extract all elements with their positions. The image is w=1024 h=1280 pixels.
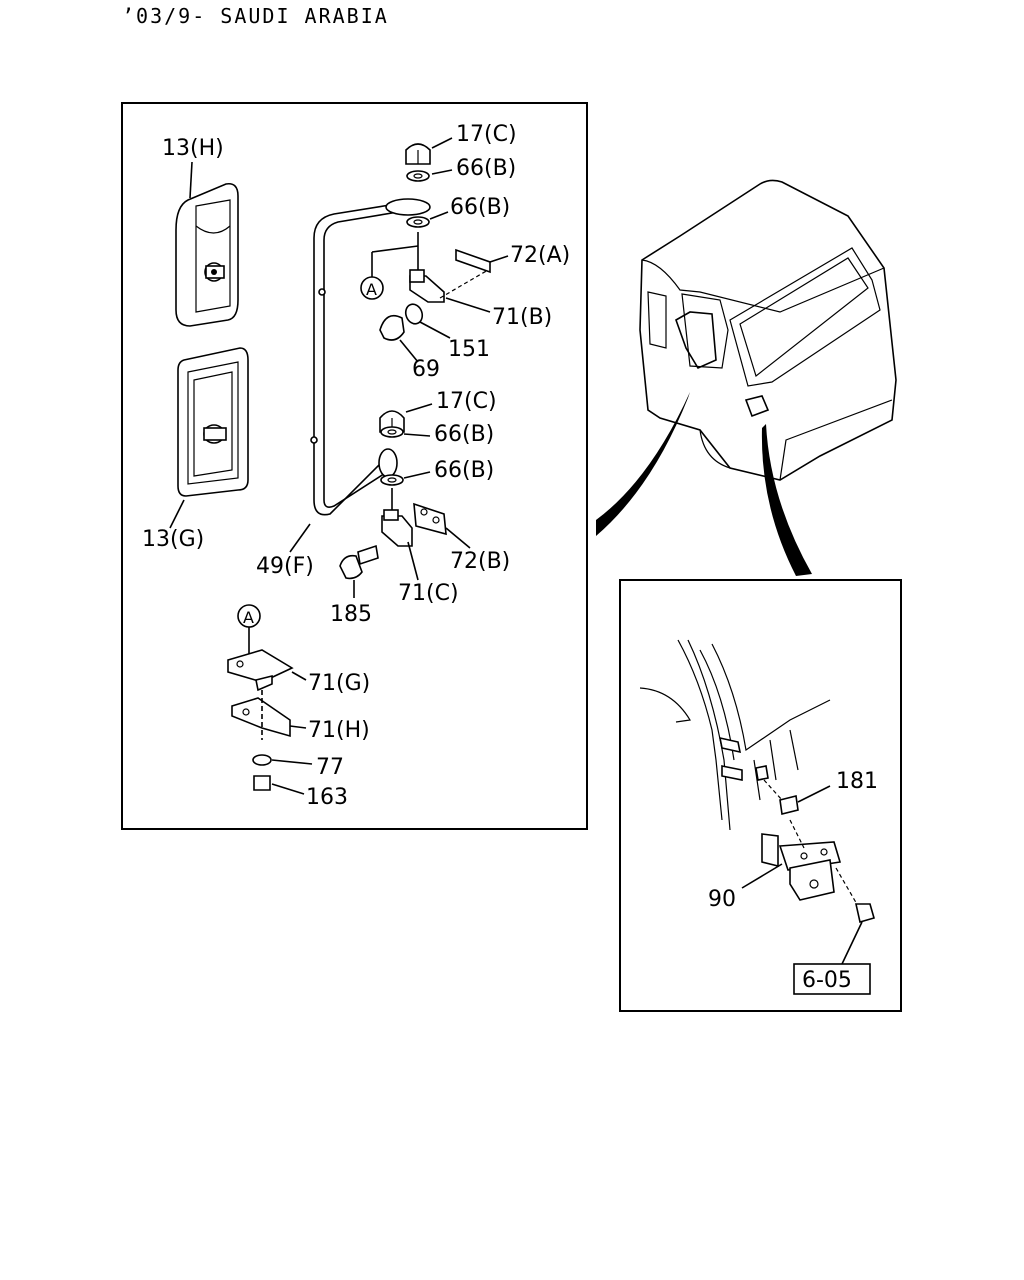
label-a-top: A [366, 280, 377, 299]
label-185: 185 [330, 602, 372, 627]
bracket-71c [381, 488, 419, 581]
ref-a-top [360, 245, 419, 300]
bracket-90 [741, 819, 859, 907]
label-181: 181 [836, 769, 878, 794]
page-header: ’03/9- SAUDI ARABIA [122, 4, 389, 28]
label-71g: 71(G) [308, 671, 370, 696]
mirror-13g [169, 347, 249, 529]
label-66b-mid-b: 66(B) [434, 458, 494, 483]
label-13g: 13(G) [142, 527, 204, 552]
bolt-185 [339, 544, 379, 598]
label-151: 151 [448, 337, 490, 362]
washer-66b-mid-b [380, 471, 431, 486]
bolt-detail [841, 903, 875, 965]
label-66b-top-b: 66(B) [450, 195, 510, 220]
label-66b-mid-a: 66(B) [434, 422, 494, 447]
label-17c-top: 17(C) [456, 122, 517, 147]
washer-66b-top-a [406, 169, 453, 182]
washer-77 [252, 754, 313, 766]
oring-151 [404, 303, 451, 339]
label-90: 90 [708, 887, 736, 912]
washer-66b-mid-a [380, 426, 431, 438]
section-ref-box [793, 963, 871, 995]
label-71b: 71(B) [492, 305, 552, 330]
plate-72b [413, 502, 471, 549]
label-72a: 72(A) [510, 243, 570, 268]
bracket-71b [409, 232, 491, 313]
main-panel-frame [121, 102, 588, 830]
detail-body-corner [639, 639, 831, 831]
bracket-71g [227, 649, 307, 692]
label-13h: 13(H) [162, 136, 224, 161]
label-49f: 49(F) [256, 554, 314, 579]
mirror-13h [175, 161, 239, 327]
nut-163 [253, 775, 305, 795]
label-66b-top-a: 66(B) [456, 156, 516, 181]
label-72b: 72(B) [450, 549, 510, 574]
cap-nut-17c-top [405, 137, 453, 165]
mirror-arm-49f [289, 198, 431, 553]
label-71c: 71(C) [398, 581, 459, 606]
label-163: 163 [306, 785, 348, 810]
cap-nut-69 [379, 314, 419, 363]
truck-cab-illustration [596, 179, 897, 576]
label-6-05: 6-05 [802, 968, 852, 993]
washer-66b-top-b [406, 211, 449, 228]
label-17c-mid: 17(C) [436, 389, 497, 414]
detail-panel-frame [619, 579, 902, 1012]
bracket-71h [231, 690, 307, 740]
label-77: 77 [316, 755, 344, 780]
label-71h: 71(H) [308, 718, 370, 743]
cap-nut-17c-mid [379, 403, 433, 433]
label-69: 69 [412, 357, 440, 382]
plate-72a [439, 248, 509, 299]
label-a-bottom: A [243, 608, 254, 627]
spacer-181 [755, 765, 831, 815]
